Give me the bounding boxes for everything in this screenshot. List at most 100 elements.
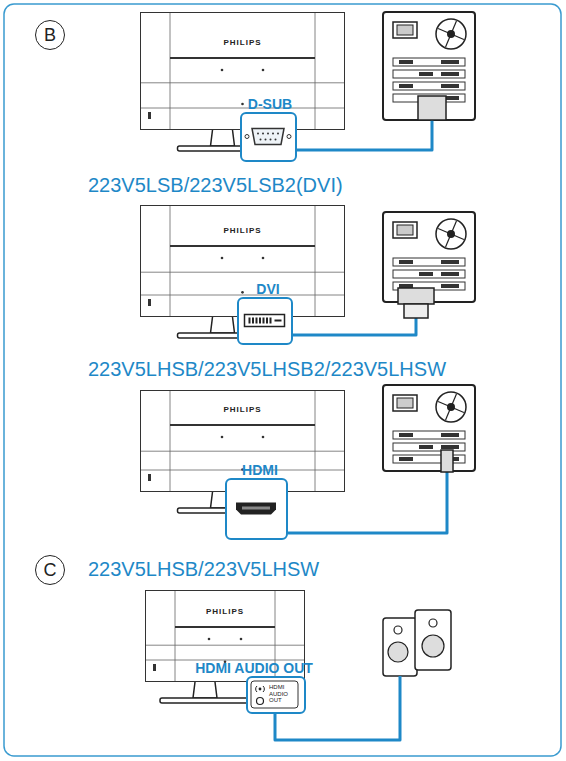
pin: [249, 318, 251, 324]
bezel-line: [170, 205, 171, 317]
port-slot: [419, 72, 433, 76]
expansion-slot: [393, 70, 465, 78]
fan: [436, 219, 466, 249]
hdmi-port: [236, 503, 276, 515]
port-slot: [441, 284, 459, 288]
port-slot: [399, 60, 413, 64]
monitor-bar: [170, 57, 315, 59]
audio-symbol: [259, 688, 262, 691]
button-mark: [148, 299, 151, 306]
speakers: [383, 610, 451, 676]
pin: [272, 133, 274, 135]
port-name: HDMI: [242, 463, 278, 477]
bezel-line: [140, 108, 345, 109]
fan-blade: [451, 394, 456, 407]
power-socket: [393, 22, 417, 38]
speaker-tweeter: [429, 619, 437, 627]
port-slot: [419, 272, 433, 276]
screw-dot: [262, 69, 265, 72]
port-slot: [441, 260, 459, 264]
port-slot: [419, 445, 433, 449]
port-label: HDMI AUDIO OUT: [269, 684, 301, 704]
pin: [260, 139, 262, 141]
dvi-blade: [275, 320, 282, 322]
monitor-bar: [170, 245, 315, 247]
fan-blade: [451, 34, 464, 39]
bezel-line: [175, 590, 176, 682]
fan-blade: [438, 29, 451, 34]
fan: [436, 392, 466, 422]
bezel-line: [140, 82, 345, 83]
button-mark: [148, 474, 151, 481]
monitor-details: [145, 590, 305, 703]
computer-back: [383, 12, 475, 120]
screw-dot: [262, 436, 265, 439]
port-slot: [441, 84, 459, 88]
pin: [257, 133, 259, 135]
fan-blade: [451, 221, 456, 234]
bezel-line: [315, 12, 316, 130]
pin: [259, 318, 261, 324]
pin: [270, 318, 272, 324]
cable: [293, 316, 416, 335]
screw-dot: [208, 638, 211, 641]
button-mark: [148, 112, 151, 119]
speaker-woofer: [422, 635, 444, 657]
pin: [252, 318, 254, 324]
bezel-line: [315, 390, 316, 492]
speaker-box: [415, 610, 451, 670]
port-slot: [399, 433, 413, 437]
dvi-plug: [398, 288, 434, 304]
button-mark: [153, 664, 156, 671]
speaker-tweeter: [394, 626, 402, 634]
brand-name: PHILIPS: [141, 39, 344, 47]
fan-blade: [446, 34, 451, 47]
pin: [262, 133, 264, 135]
speaker-woofer: [388, 642, 408, 662]
model-heading: 223V5LSB/223V5LSB2(DVI): [88, 174, 343, 196]
brand-name: PHILIPS: [141, 227, 344, 235]
expansion-slot: [393, 455, 465, 463]
pin: [267, 133, 269, 135]
monitor-bar: [170, 424, 315, 426]
screw-dot: [241, 103, 244, 106]
vga-port: [252, 129, 284, 145]
screw-dot: [221, 436, 224, 439]
expansion-slot: [393, 82, 465, 90]
bezel-line: [170, 390, 171, 492]
bezel-line: [140, 272, 345, 273]
hdmi-plug: [441, 450, 453, 472]
computer-case: [383, 12, 475, 120]
port-callout: HDMI AUDIO OUTHDMI AUDIO OUT: [246, 676, 306, 714]
expansion-slot: [393, 431, 465, 439]
vga-plug: [418, 96, 446, 120]
fan: [436, 19, 466, 49]
port-slot: [399, 84, 413, 88]
bezel-line: [315, 205, 316, 317]
port-slot: [441, 72, 459, 76]
port-name: D-SUB: [248, 97, 292, 111]
screw-dot: [241, 291, 244, 294]
expansion-slot: [393, 258, 465, 266]
model-heading: 223V5LHSB/223V5LHSB2/223V5LHSW: [88, 358, 446, 380]
cable: [297, 120, 432, 150]
port-slot: [441, 272, 459, 276]
screw-dot: [240, 638, 243, 641]
fan-blade: [446, 407, 451, 420]
port-slot: [441, 60, 459, 64]
port-icon: [242, 114, 295, 160]
stand-neck: [211, 317, 235, 333]
fan-blade: [438, 402, 451, 407]
fan-blade: [438, 229, 451, 234]
bezel-line: [140, 451, 345, 452]
pin: [265, 139, 267, 141]
port-icon: [227, 480, 286, 538]
power-socket: [397, 225, 413, 235]
computer-back: [383, 385, 475, 471]
fan-blade: [451, 407, 464, 412]
pin: [270, 139, 272, 141]
brand-name: PHILIPS: [146, 608, 304, 616]
hdmi-contacts: [242, 507, 270, 510]
audio-jack: [257, 698, 264, 705]
